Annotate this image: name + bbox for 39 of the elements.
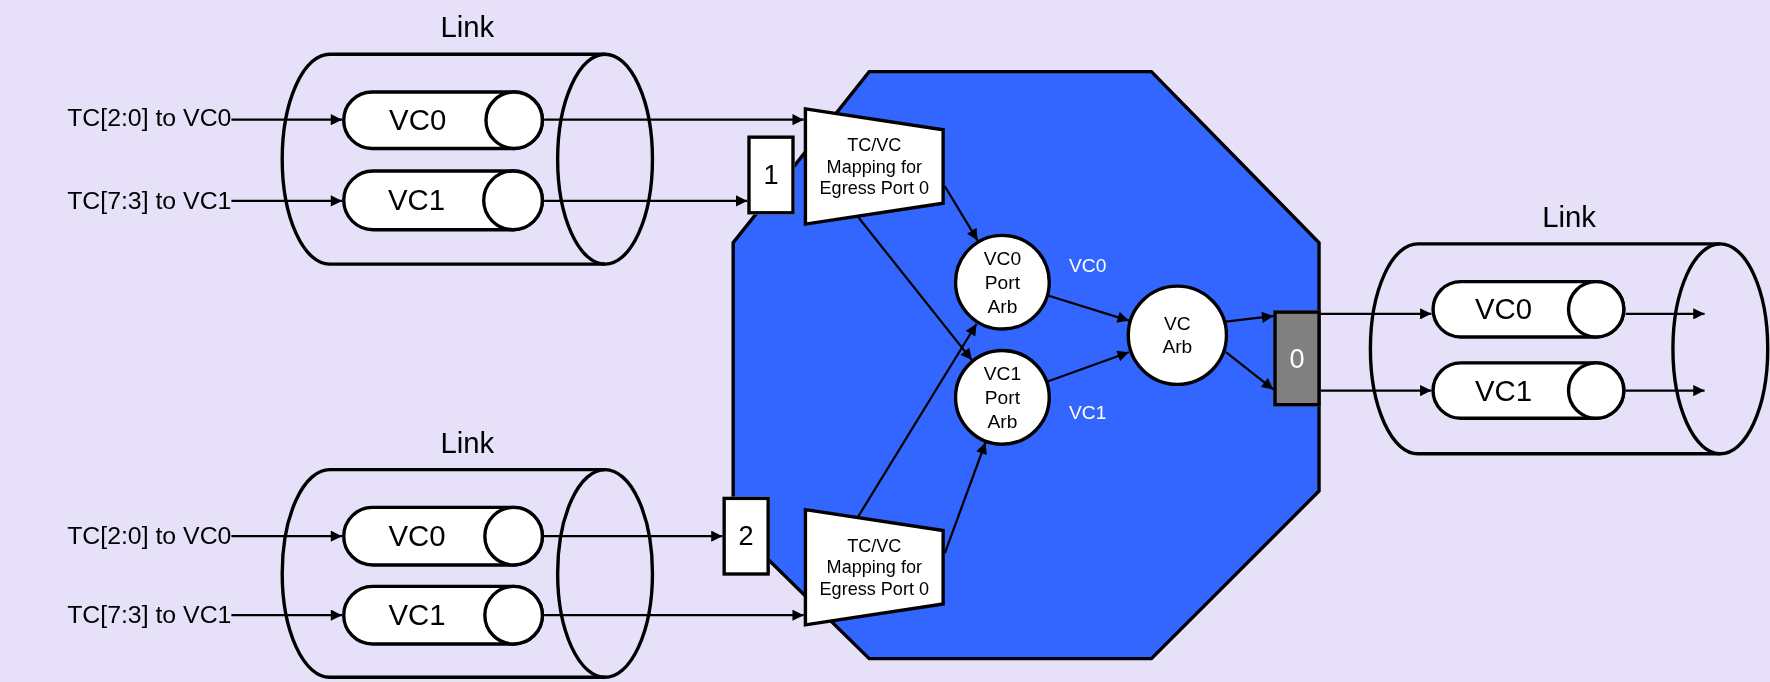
arrow (544, 609, 804, 621)
arrow (943, 185, 979, 242)
input-label: TC[7:3] to VC1 (11, 599, 232, 631)
link-title: Link (439, 424, 496, 461)
port-box: 1 (747, 135, 795, 215)
arrow (1320, 308, 1432, 320)
arrow (1047, 350, 1130, 383)
arrow (857, 216, 973, 361)
arrow (231, 609, 343, 621)
arrow (1320, 384, 1432, 397)
arrow (231, 530, 343, 542)
input-label: TC[2:0] to VC0 (11, 102, 232, 135)
arrow (1048, 294, 1130, 323)
arrow (1625, 308, 1705, 320)
link-title: Link (439, 9, 496, 46)
arrow (544, 114, 804, 126)
channel-label: VC0 (388, 101, 448, 139)
switch-octagon (731, 70, 1321, 661)
arrow (1225, 351, 1274, 391)
channel-label: VC1 (1474, 372, 1534, 410)
input-label: TC[2:0] to VC0 (11, 520, 232, 552)
link-title: Link (1541, 198, 1597, 235)
channel-label: VC1 (387, 181, 447, 219)
channel-label: VC0 (1474, 291, 1534, 329)
arrow (943, 442, 987, 554)
arrow (231, 195, 343, 207)
channel-label: VC0 (387, 518, 447, 556)
arrow (1625, 384, 1705, 397)
channel-label: VC1 (387, 597, 447, 635)
arrow (544, 195, 748, 207)
port-box: 0 (1273, 310, 1321, 407)
port-box: 2 (722, 496, 770, 576)
input-label: TC[7:3] to VC1 (11, 185, 232, 217)
mapping-block: TC/VC Mapping for Egress Port 0 (803, 107, 945, 226)
arrow (856, 323, 978, 518)
mapping-block: TC/VC Mapping for Egress Port 0 (803, 507, 945, 627)
arrow (231, 114, 343, 126)
arrow (544, 530, 723, 542)
arrow (1225, 311, 1274, 323)
